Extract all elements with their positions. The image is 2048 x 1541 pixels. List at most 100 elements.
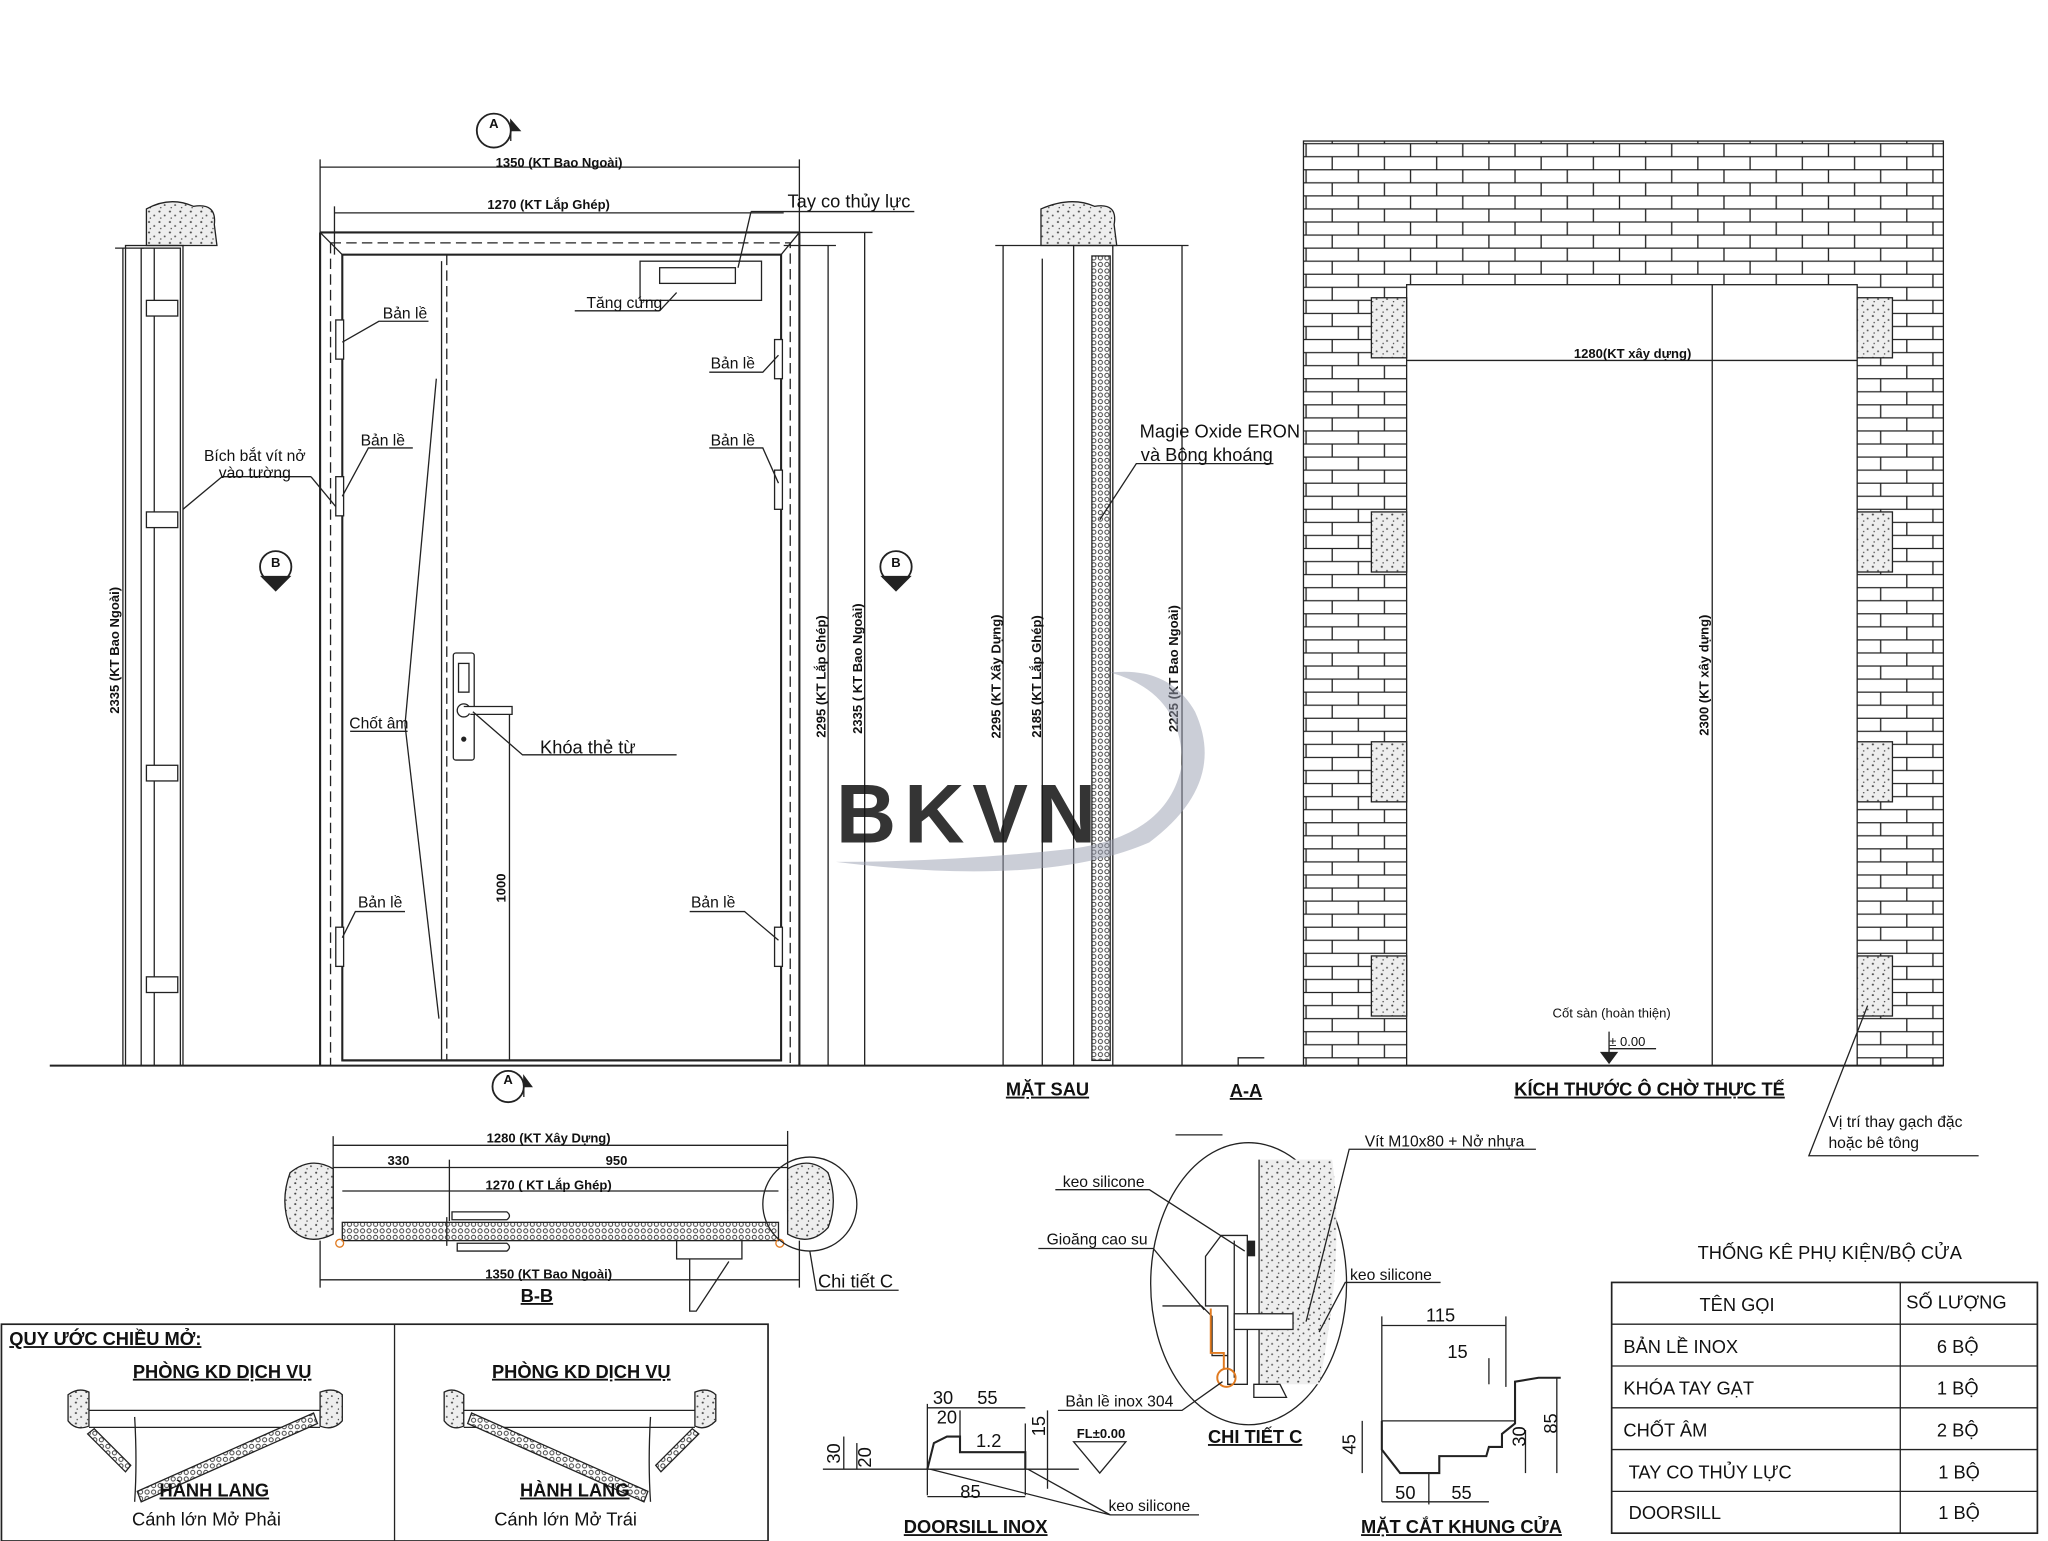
frame-dim: 85 [1540, 1413, 1561, 1433]
svg-text:BẢN LỀ INOX: BẢN LỀ INOX [1623, 1336, 1738, 1357]
floor-level-label: FL±0.00 [1077, 1426, 1126, 1441]
svg-text:BKVN: BKVN [836, 766, 1104, 860]
wall-opening: 1280(KT xây dựng) 2300 (KT xây dựng) Cốt… [1302, 140, 1979, 1157]
hinge-label: Bản lề [361, 432, 406, 449]
frame-dim: 55 [1451, 1482, 1471, 1503]
table-row: KHÓA TAY GẠT 1 BỘ [1623, 1378, 1978, 1399]
doorsill-dim: 20 [937, 1406, 957, 1427]
section-marker-b-left: B [259, 550, 293, 592]
table-row: CHỐT ÂM 2 BỘ [1623, 1420, 1978, 1441]
hinges [335, 319, 784, 968]
svg-text:B: B [891, 555, 900, 570]
hinge-304-label: Bản lề inox 304 [1065, 1393, 1173, 1410]
bb-title: B-B [521, 1285, 553, 1306]
doorsill-dim: 85 [960, 1481, 980, 1502]
opening-title: KÍCH THƯỚC Ô CHỜ THỰC TẾ [1514, 1079, 1785, 1100]
detail-c-title: CHI TIẾT C [1208, 1426, 1302, 1447]
section-marker-a-top: A [475, 112, 522, 149]
svg-text:B: B [271, 555, 280, 570]
frame-section-title: MẶT CẮT KHUNG CỬA [1361, 1516, 1562, 1537]
silicone-right-label: keo silicone [1350, 1267, 1432, 1284]
dim-assembly-width: 1270 (KT Lắp Ghép) [487, 197, 610, 212]
detail-c-ref: Chi tiết C [818, 1271, 893, 1292]
doorsill-dim: 1.2 [976, 1430, 1001, 1451]
opening-height-dim: 2300 (KT xây dựng) [1696, 615, 1711, 736]
bb-dim-assembly: 1270 ( KT Lắp Ghép) [486, 1178, 612, 1193]
svg-text:1 BỘ: 1 BỘ [1938, 1502, 1980, 1523]
svg-text:TAY CO THỦY LỰC: TAY CO THỦY LỰC [1629, 1461, 1792, 1482]
bb-dim-small: 330 [388, 1153, 410, 1168]
rear-view-title: MẶT SAU [1006, 1079, 1089, 1100]
frame-dim: 15 [1447, 1341, 1467, 1362]
svg-text:Cánh lớn Mở Trái: Cánh lớn Mở Trái [494, 1508, 637, 1529]
hinge-label: Bản lề [711, 432, 756, 449]
silicone-top-label: keo silicone [1063, 1174, 1145, 1191]
lock-label: Khóa thẻ từ [540, 737, 636, 758]
legend-right-swing: PHÒNG KD DỊCH VỤ HÀNH LANG Cánh lớn Mở P… [67, 1361, 343, 1529]
frame-dim: 50 [1395, 1482, 1415, 1503]
section-marker-a-bottom: A [491, 1069, 533, 1104]
plan-bb: 1280 (KT Xây Dựng) 330 950 1270 ( KT Lắp… [284, 1131, 899, 1312]
closer-label: Tay co thủy lực [788, 191, 911, 212]
table-title: THỐNG KÊ PHỤ KIỆN/BỘ CỬA [1698, 1242, 1963, 1263]
accessories-table: THỐNG KÊ PHỤ KIỆN/BỘ CỬA TÊN GỌI SỐ LƯỢN… [1610, 1242, 2039, 1535]
svg-text:PHÒNG KD DỊCH VỤ: PHÒNG KD DỊCH VỤ [492, 1361, 671, 1382]
frame-dim: 30 [1508, 1426, 1529, 1446]
svg-text:Cánh lớn Mở Phải: Cánh lớn Mở Phải [132, 1508, 281, 1529]
concrete-blocks [1370, 297, 1894, 1017]
material-label: Magie Oxide ERON [1140, 420, 1300, 441]
front-elevation: A 1350 (KT Bao Ngoài) 1270 (KT Lắp Ghép)… [259, 112, 915, 1104]
frame-section-detail: 115 15 85 45 30 50 55 MẶT CẮT KHUNG CỬA [1339, 1305, 1562, 1538]
opening-width-dim: 1280(KT xây dựng) [1574, 346, 1691, 361]
height-assembly-dim: 2295 (KT Lắp Ghép) [813, 615, 828, 738]
svg-text:PHÒNG KD DỊCH VỤ: PHÒNG KD DỊCH VỤ [133, 1361, 312, 1382]
legend-left-swing: PHÒNG KD DỊCH VỤ HÀNH LANG Cánh lớn Mở T… [443, 1361, 717, 1529]
opening-direction-legend: QUY ƯỚC CHIỀU MỞ: PHÒNG KD DỊCH VỤ HÀNH … [0, 1323, 769, 1541]
hinge-label: Bản lề [358, 895, 403, 912]
table-header-name: TÊN GỌI [1699, 1294, 1774, 1315]
detail-c: keo silicone Gioăng cao su Vít M10x80 + … [1038, 1134, 1536, 1447]
frame-dim: 115 [1426, 1305, 1455, 1326]
hinge-label: Bản lề [711, 355, 756, 372]
floor-level-label: Cốt sàn (hoàn thiện) [1553, 1005, 1671, 1020]
screw-label: Vít M10x80 + Nở nhựa [1365, 1134, 1525, 1151]
doorsill-title: DOORSILL INOX [904, 1516, 1049, 1537]
svg-text:HÀNH LANG: HÀNH LANG [160, 1480, 270, 1501]
table-header-qty: SỐ LƯỢNG [1906, 1292, 2006, 1313]
bb-dim-outer: 1350 (KT Bao Ngoài) [485, 1267, 612, 1282]
floor-level-value: ± 0.00 [1609, 1034, 1645, 1049]
section-aa: 2295 (KT Xây Dựng) 2185 (KT Lắp Ghép) 22… [988, 201, 1300, 1101]
svg-text:DOORSILL: DOORSILL [1629, 1502, 1721, 1523]
svg-text:6 BỘ: 6 BỘ [1937, 1336, 1979, 1357]
svg-text:1 BỘ: 1 BỘ [1938, 1461, 1980, 1482]
flush-bolt-label: Chốt âm [349, 716, 408, 733]
hinge-label: Bản lề [691, 895, 736, 912]
table-row: BẢN LỀ INOX 6 BỘ [1623, 1336, 1978, 1357]
svg-text:2 BỘ: 2 BỘ [1937, 1420, 1979, 1441]
svg-text:CHỐT ÂM: CHỐT ÂM [1623, 1420, 1707, 1441]
bkvn-watermark-logo: BKVN [835, 671, 1205, 872]
replace-brick-note-2: hoặc bê tông [1828, 1135, 1919, 1152]
table-row: TAY CO THỦY LỰC 1 BỘ [1629, 1461, 1980, 1482]
height-outer-dim: 2335 ( KT Bao Ngoài) [850, 603, 865, 734]
dim-outer-width: 1350 (KT Bao Ngoài) [496, 155, 623, 170]
material-label-2: và Bông khoáng [1141, 444, 1273, 465]
bb-dim-build: 1280 (KT Xây Dựng) [487, 1131, 611, 1146]
svg-text:KHÓA TAY GẠT: KHÓA TAY GẠT [1623, 1378, 1754, 1399]
section-aa-title: A-A [1230, 1080, 1262, 1101]
side-height-dim: 2335 (KT Bao Ngoài) [107, 587, 122, 714]
replace-brick-note: Vị trí thay gạch đặc [1828, 1114, 1962, 1131]
doorsill-dim: 15 [1028, 1416, 1049, 1436]
legend-title: QUY ƯỚC CHIỀU MỞ: [9, 1328, 201, 1349]
detail-c-callout [762, 1156, 858, 1252]
card-lock [452, 652, 513, 761]
gasket-label: Gioăng cao su [1047, 1232, 1148, 1249]
doorsill-dim: 30 [823, 1443, 844, 1463]
svg-text:A: A [503, 1072, 513, 1087]
reinforce-label: Tăng cứng [587, 295, 663, 312]
frame-dim: 45 [1339, 1434, 1360, 1454]
table-row: DOORSILL 1 BỘ [1629, 1502, 1980, 1523]
bb-dim-large: 950 [606, 1153, 628, 1168]
wall-bracket-label-2: vào tường [219, 465, 291, 482]
